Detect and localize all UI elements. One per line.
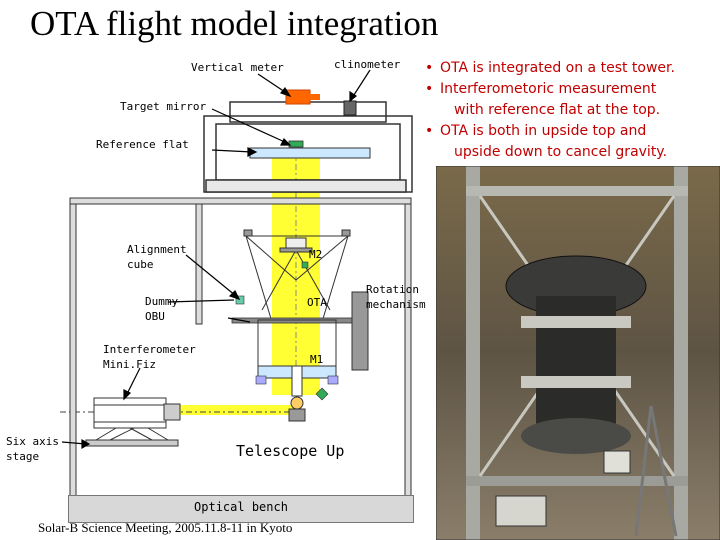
optical-bench: Optical bench: [68, 495, 414, 523]
target-mirror-shape: [288, 140, 304, 148]
m2-label: M2: [309, 248, 323, 261]
six-axis-stage-label: Six axis stage: [6, 435, 59, 463]
vertical-meter-label: Vertical meter: [191, 61, 284, 74]
vertical-meter-shape: [285, 89, 311, 105]
ota-label: OTA: [307, 296, 327, 309]
bullet-2-continuation: with reference flat at the top.: [454, 102, 661, 118]
target-mirror-label: Target mirror: [120, 100, 207, 113]
interferometer-shape: [93, 397, 181, 429]
reference-flat-plate: [249, 147, 371, 159]
bullet-list: OTA is integrated on a test tower. Inter…: [424, 58, 716, 163]
dummy-obu-shape: [235, 295, 245, 305]
clinometer-shape: [343, 100, 357, 116]
alignment-cube-label: Alignment cube: [127, 243, 187, 271]
telescope-up-label: Telescope Up: [236, 442, 345, 460]
slide-title: OTA flight model integration: [30, 4, 439, 43]
horizontal-beam: [180, 405, 295, 415]
photo-icon: [436, 166, 720, 540]
tower-frame: [69, 197, 412, 497]
interferometer-label: Interferometer Mini.Fiz: [103, 343, 196, 371]
ota-truss: [243, 229, 351, 323]
reference-flat-label: Reference flat: [96, 138, 189, 151]
footer-text: Solar-B Science Meeting, 2005.11.8-11 in…: [38, 520, 293, 535]
bullet-3: OTA is both in upside top and: [424, 121, 716, 142]
six-axis-stage-shape: [85, 427, 179, 447]
dummy-obu-label: Dummy OBU: [145, 295, 179, 323]
optical-bench-label: Optical bench: [194, 500, 288, 514]
bullet-3-continuation: upside down to cancel gravity.: [454, 144, 668, 160]
clinometer-label: clinometer: [334, 58, 401, 71]
bullet-2: Interferometoric measurement: [424, 79, 716, 100]
bullet-1: OTA is integrated on a test tower.: [424, 58, 716, 79]
alignment-cube-shape: [301, 261, 309, 269]
rotation-mechanism-label: Rotation mechanism: [366, 283, 426, 311]
m1-label: M1: [310, 353, 324, 366]
rotation-mechanism-shape: [351, 291, 369, 371]
